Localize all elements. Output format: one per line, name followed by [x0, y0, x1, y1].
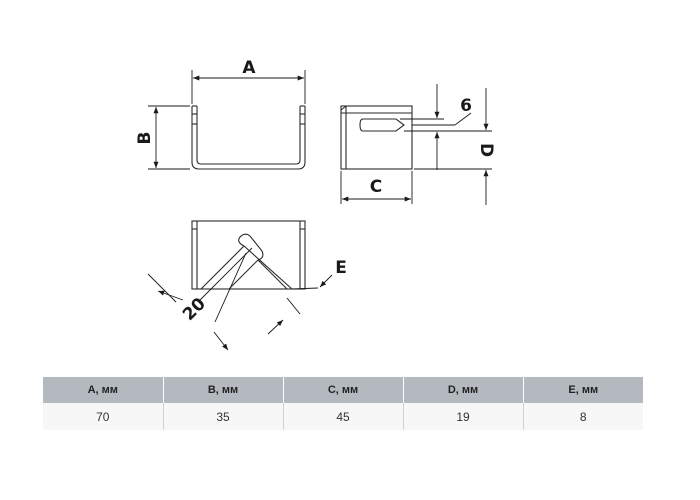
- front-view: [191, 105, 306, 170]
- cell-e: 8: [522, 403, 643, 430]
- label-e: E: [335, 258, 347, 278]
- header-e: E, мм: [522, 377, 643, 403]
- side-view: [340, 105, 413, 170]
- dimension-c: [340, 171, 413, 204]
- top-view: [191, 220, 306, 290]
- header-a: A, мм: [43, 377, 163, 403]
- table-row: 70 35 45 19 8: [43, 403, 643, 430]
- label-d: D: [476, 143, 496, 157]
- dimension-a: [191, 70, 306, 104]
- header-d: D, мм: [402, 377, 523, 403]
- header-c: C, мм: [282, 377, 403, 403]
- table-header-row: A, мм B, мм C, мм D, мм E, мм: [43, 377, 643, 403]
- label-slot-angle-length: 20: [179, 294, 210, 325]
- cell-b: 35: [162, 403, 283, 430]
- dimension-e: [267, 274, 333, 335]
- dimension-b: [148, 105, 190, 170]
- label-c: C: [370, 177, 382, 197]
- cell-d: 19: [402, 403, 523, 430]
- dimension-d: [414, 88, 492, 205]
- label-slot-width: 6: [460, 96, 472, 116]
- technical-drawing: A B 6 D C: [135, 58, 496, 351]
- dimension-slot-angle-length: [147, 247, 253, 351]
- cell-a: 70: [43, 403, 163, 430]
- label-b: B: [135, 132, 155, 145]
- dimensions-table: A, мм B, мм C, мм D, мм E, мм 70 35 45 1…: [43, 377, 643, 430]
- cell-c: 45: [282, 403, 403, 430]
- label-a: A: [242, 58, 256, 78]
- header-b: B, мм: [162, 377, 283, 403]
